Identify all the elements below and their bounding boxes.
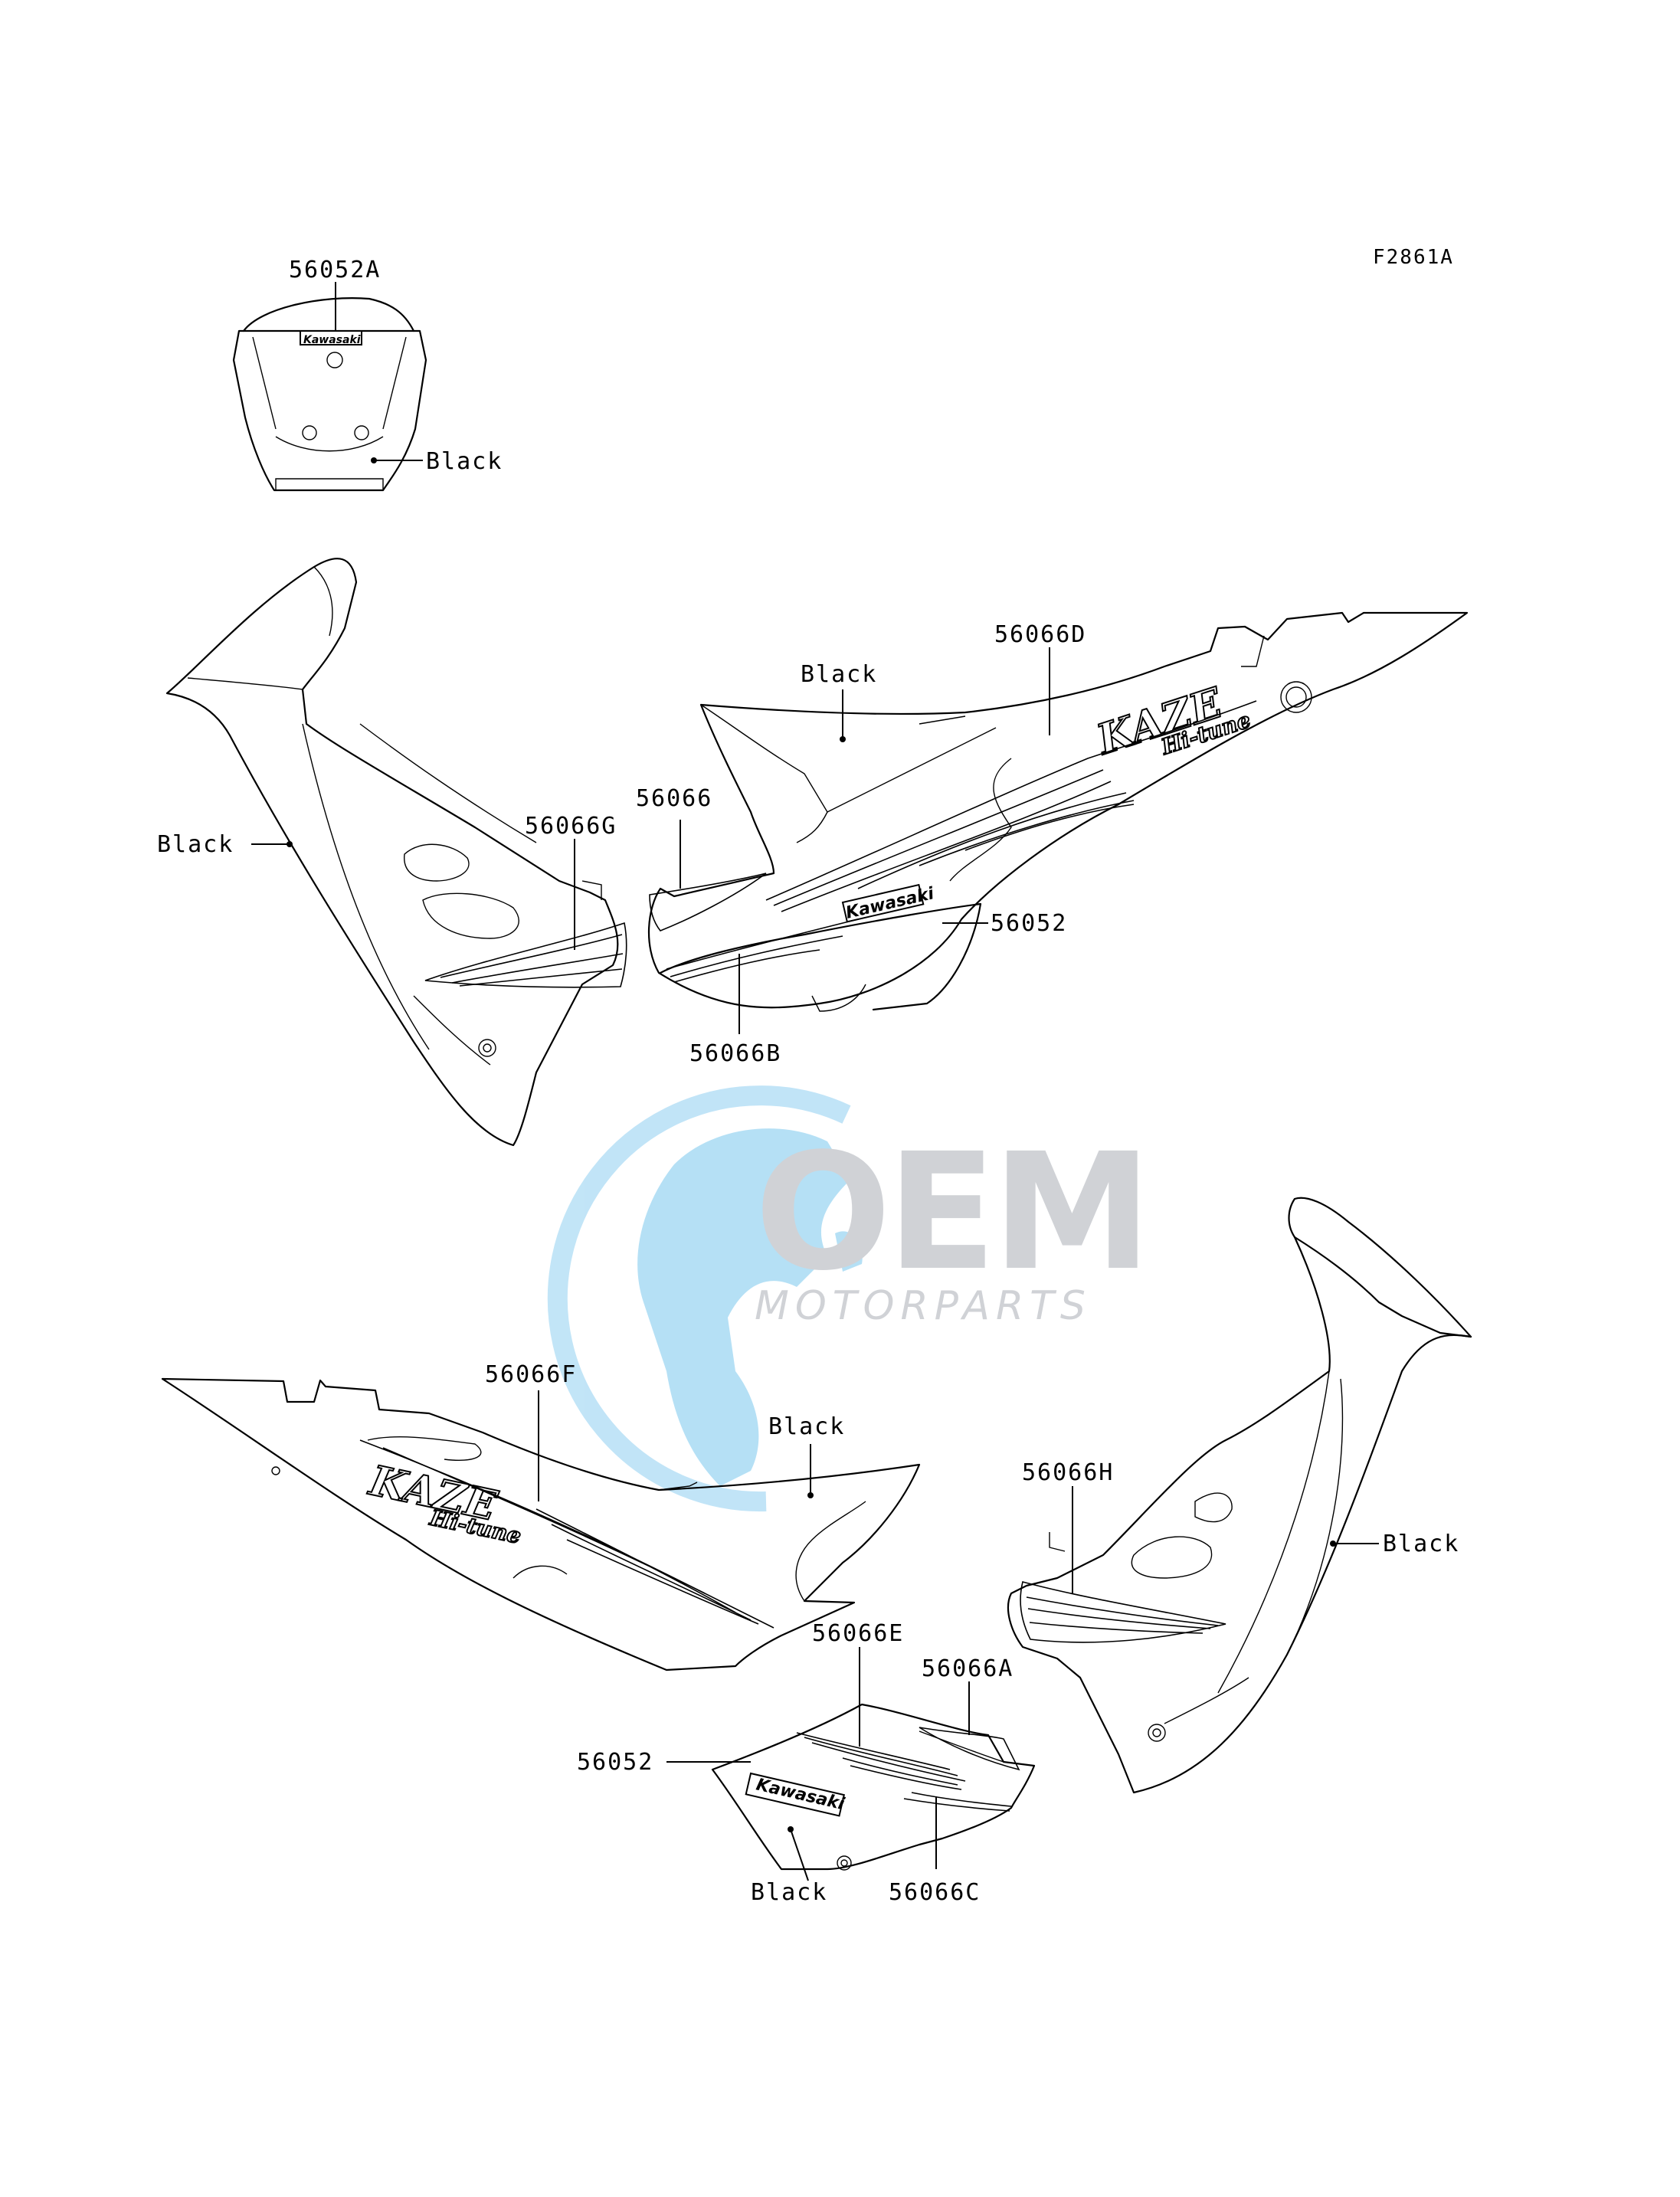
stripe-56066E (796, 1732, 966, 1782)
left-front-stripe-label: 56066G (525, 813, 617, 840)
right-lower-emblem-text: Kawasaki (755, 1775, 847, 1814)
right-front-cowl (1007, 1197, 1472, 1794)
left-lower-emblem-text: Kawasaki (844, 884, 936, 923)
model-logo-left: KAZE Hi-tune (1089, 677, 1254, 765)
left-lower-emblem (841, 883, 925, 923)
stripe-56066 (649, 873, 767, 932)
model-logo-right: KAZE Hi-tune (363, 1455, 524, 1550)
globe-icon (547, 1085, 863, 1512)
right-lower-emblem (745, 1772, 845, 1817)
left-side-color-label: Black (801, 661, 877, 688)
watermark-tagline: MOTORPARTS (755, 1283, 1092, 1329)
right-front-stripe-label: 56066H (1022, 1459, 1114, 1486)
left-front-cowl (165, 558, 627, 1147)
left-front-color-label: Black (157, 831, 234, 858)
rear-cover: Kawasaki (232, 282, 427, 492)
right-lower-color-label: Black (751, 1879, 827, 1906)
rear-cover-part-label: 56052A (289, 257, 381, 283)
left-lower-stripe-label: 56066B (689, 1040, 781, 1067)
rear-cover-color-label: Black (426, 448, 503, 475)
rear-cover-emblem-text: Kawasaki (303, 334, 361, 346)
right-lower-stripe-a-label: 56066A (922, 1655, 1014, 1682)
rear-cover-emblem (300, 330, 362, 345)
left-side-cover: KAZE Hi-tune Kawasaki (647, 611, 1469, 1034)
watermark-brand: OEM (755, 1118, 1148, 1306)
stripe-56066A (919, 1727, 1020, 1771)
left-side-stripe-label: 56066 (636, 785, 712, 812)
left-side-stripe-d-label: 56066D (994, 621, 1086, 648)
right-side-stripe-f-label: 56066F (485, 1361, 577, 1388)
stripe-56066H (1020, 1581, 1226, 1643)
stripe-56066B (666, 918, 859, 983)
right-front-color-label: Black (1383, 1531, 1459, 1557)
right-lower-emblem-label: 56052 (577, 1749, 653, 1776)
right-lower-stripe-c-label: 56066C (889, 1879, 981, 1906)
figure-id: F2861A (1373, 246, 1454, 269)
right-lower-stripe-e-label: 56066E (812, 1620, 904, 1647)
stripe-56066G (424, 922, 627, 988)
right-side-color-label: Black (768, 1413, 845, 1440)
stripe-56066D (765, 700, 1257, 901)
watermark: OEM MOTORPARTS (547, 1085, 1152, 1512)
right-lower-color-leader (790, 1829, 809, 1881)
stripe-56066C (903, 1792, 1012, 1812)
left-lower-emblem-label: 56052 (991, 910, 1067, 937)
